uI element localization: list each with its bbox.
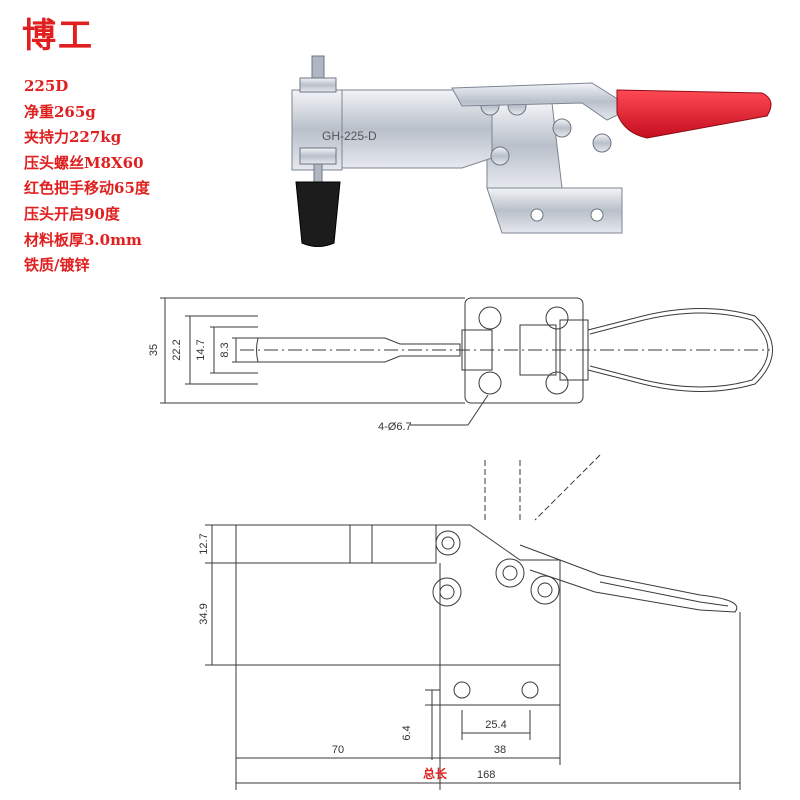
spec-model: 225D <box>24 77 69 95</box>
spec-spindle: 压头螺丝M8X60 <box>24 153 144 172</box>
spec-list: 225D 净重265g 夹持力227kg 压头螺丝M8X60 红色把手移动65度… <box>24 74 150 279</box>
spec-opening-angle: 压头开启90度 <box>24 204 120 223</box>
side-view <box>205 454 741 790</box>
product-photo: GH-225-D <box>291 55 772 247</box>
dim-14-7: 14.7 <box>195 339 207 360</box>
dim-38: 38 <box>494 744 506 756</box>
spec-handle-travel: 红色把手移动65度 <box>24 179 150 198</box>
dim-6-4: 6.4 <box>401 725 413 740</box>
dim-25-4: 25.4 <box>485 719 506 731</box>
total-length-label: 总长 <box>423 766 448 781</box>
dim-22-2: 22.2 <box>171 339 183 360</box>
spec-clamp-force: 夹持力227kg <box>24 128 122 147</box>
model-stamp: GH-225-D <box>322 129 377 143</box>
dim-35: 35 <box>148 344 160 356</box>
dim-8-3: 8.3 <box>219 342 231 357</box>
spec-plate-thickness: 材料板厚3.0mm <box>24 230 142 249</box>
spec-weight: 净重265g <box>24 102 96 121</box>
top-view <box>160 297 773 426</box>
dim-34-9: 34.9 <box>198 603 210 624</box>
spec-material: 铁质/镀锌 <box>24 256 90 275</box>
hole-callout: 4-Ø6.7 <box>378 421 412 433</box>
brand-title: 博工 <box>22 16 94 56</box>
total-length-value: 168 <box>477 769 495 781</box>
dim-12-7: 12.7 <box>198 533 210 554</box>
dim-70: 70 <box>332 744 344 756</box>
